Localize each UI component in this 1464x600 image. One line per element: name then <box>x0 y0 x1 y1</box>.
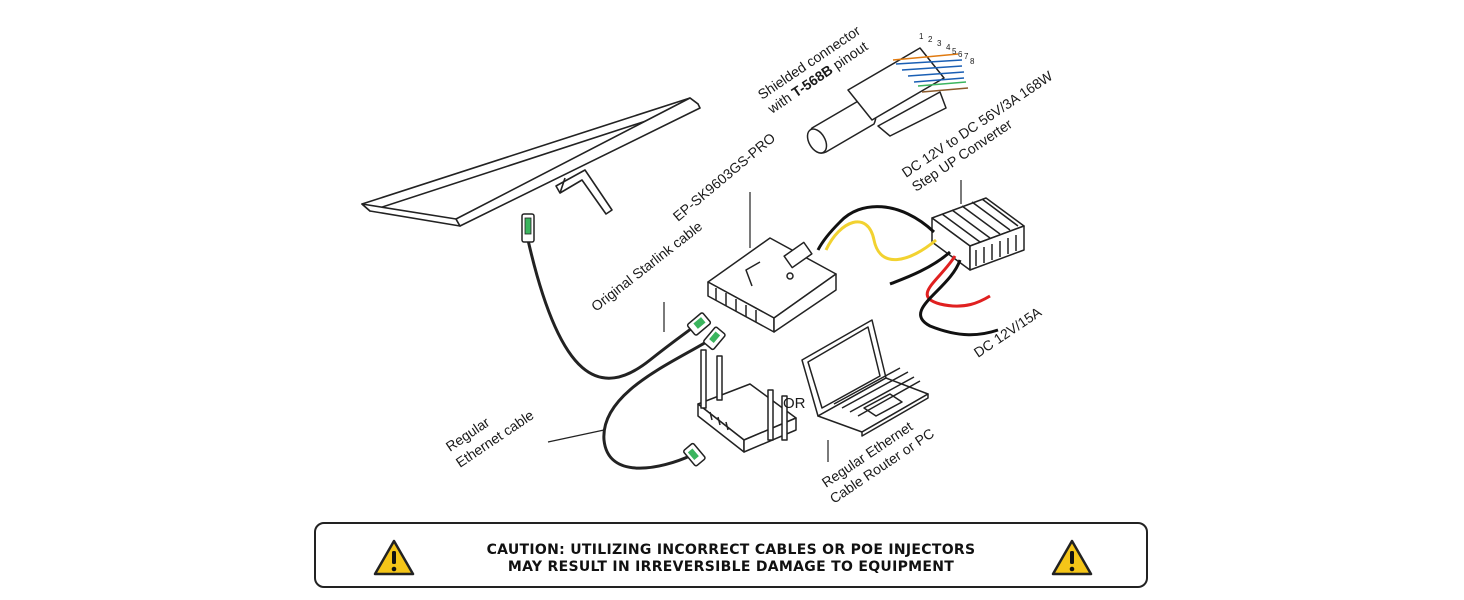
pin-1: 1 <box>919 32 924 41</box>
label-injector: EP-SK9603GS-PRO <box>670 129 779 224</box>
caution-line1: CAUTION: UTILIZING INCORRECT CABLES OR P… <box>486 542 976 558</box>
rj45-connector <box>806 47 969 154</box>
pin-2: 2 <box>928 35 933 44</box>
caution-banner: CAUTION: UTILIZING INCORRECT CABLES OR P… <box>314 522 1148 588</box>
dc-input-wires <box>889 250 999 337</box>
starlink-dish <box>361 97 701 227</box>
converter-output-wires <box>816 205 937 261</box>
label-starlink-cable: Original Starlink cable <box>588 218 705 315</box>
pin-5: 5 <box>952 47 957 56</box>
injector-box <box>707 237 837 333</box>
pin-7: 7 <box>964 52 969 61</box>
label-or: OR <box>783 395 806 412</box>
laptop-icon <box>801 319 929 437</box>
warning-icon <box>373 539 415 576</box>
pin-numbers: 1 2 3 4 5 6 7 8 <box>919 32 975 66</box>
caution-line2: MAY RESULT IN IRREVERSIBLE DAMAGE TO EQU… <box>507 559 955 575</box>
leader-lines <box>547 180 962 462</box>
step-up-converter <box>931 197 1025 271</box>
pin-4: 4 <box>946 43 951 52</box>
caution-text: CAUTION: UTILIZING INCORRECT CABLES OR P… <box>316 542 1146 576</box>
warning-icon <box>1051 539 1093 576</box>
pin-8: 8 <box>970 57 975 66</box>
pin-6: 6 <box>958 50 963 59</box>
starlink-cable <box>521 213 712 380</box>
label-power: DC 12V/15A <box>971 303 1045 360</box>
ethernet-cable <box>602 326 726 470</box>
router-icon <box>697 349 797 453</box>
pin-3: 3 <box>937 39 942 48</box>
